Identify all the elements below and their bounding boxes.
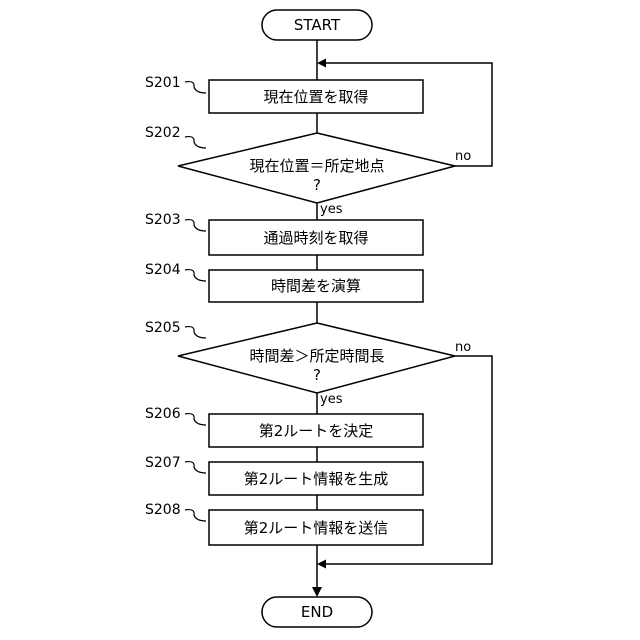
decision-s205-yes-label: yes <box>320 392 343 407</box>
step-id-s207: S207 <box>145 455 181 471</box>
step-id-s202: S202 <box>145 125 181 141</box>
decision-s205-no-label: no <box>455 340 471 355</box>
step-s208: S208 第2ルート情報を送信 <box>145 502 423 545</box>
step-s206-label: 第2ルートを決定 <box>259 422 374 440</box>
step-s207-label: 第2ルート情報を生成 <box>244 470 389 488</box>
decision-s202-condition: 現在位置＝所定地点 <box>249 157 384 175</box>
step-id-s205: S205 <box>145 320 181 336</box>
step-s204: S204 時間差を演算 <box>145 262 423 302</box>
decision-s202-no-label: no <box>455 149 471 164</box>
step-id-s201: S201 <box>145 75 181 91</box>
decision-s202-yes-label: yes <box>320 202 343 217</box>
step-s206: S206 第2ルートを決定 <box>145 406 423 447</box>
arrowhead-end <box>312 587 322 597</box>
step-id-s206: S206 <box>145 406 181 422</box>
start-terminal: START <box>262 10 372 40</box>
step-s203: S203 通過時刻を取得 <box>145 212 423 255</box>
end-label: END <box>301 603 333 621</box>
end-terminal: END <box>262 597 372 627</box>
step-id-s204: S204 <box>145 262 181 278</box>
decision-s205: S205 時間差＞所定時間長 ? no yes <box>145 320 471 407</box>
decision-s205-condition: 時間差＞所定時間長 <box>249 347 384 365</box>
step-s207: S207 第2ルート情報を生成 <box>145 455 423 495</box>
step-s201-label: 現在位置を取得 <box>263 88 368 106</box>
start-label: START <box>294 16 341 34</box>
step-s208-label: 第2ルート情報を送信 <box>244 519 389 537</box>
decision-s202: S202 現在位置＝所定地点 ? no yes <box>145 125 471 217</box>
step-s201: S201 現在位置を取得 <box>145 75 423 113</box>
decision-s202-question: ? <box>313 176 321 194</box>
arrowhead-loop-s202 <box>317 59 326 68</box>
step-s204-label: 時間差を演算 <box>271 277 361 295</box>
decision-s205-question: ? <box>313 366 321 384</box>
connectors <box>317 40 492 588</box>
step-id-s203: S203 <box>145 212 181 228</box>
step-s203-label: 通過時刻を取得 <box>263 229 368 247</box>
arrowhead-loop-s205 <box>317 560 326 569</box>
step-id-s208: S208 <box>145 502 181 518</box>
